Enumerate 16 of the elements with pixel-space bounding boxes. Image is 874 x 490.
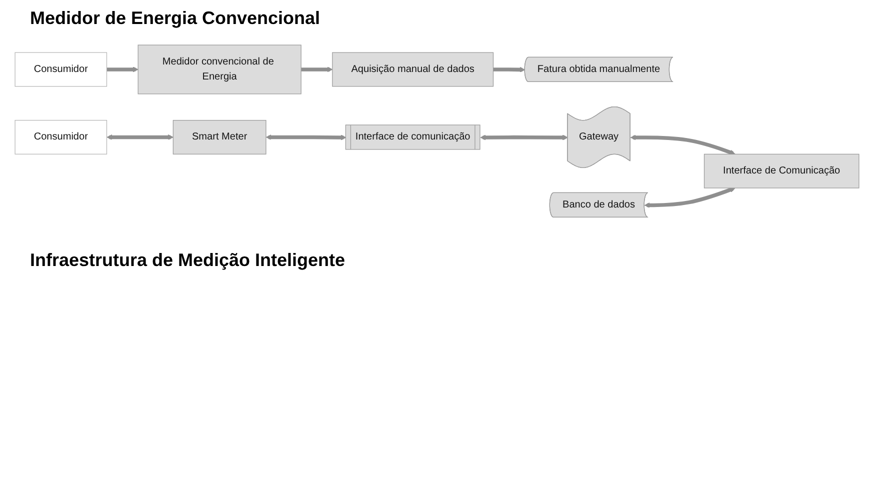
node-box: Smart Meter (172, 120, 266, 154)
node-box: Aquisição manual de dados (332, 52, 494, 87)
arrow (480, 134, 568, 140)
node-box: Consumidor (14, 120, 108, 154)
arrow (301, 66, 333, 72)
node-box: Consumidor (14, 52, 108, 87)
arrow (106, 66, 138, 72)
node-box: Medidor convencional de Energia (138, 44, 302, 94)
section-heading: Infraestrutura de Medição Inteligente (30, 250, 346, 271)
section-heading: Medidor de Energia Convencional (30, 8, 320, 29)
arrow (266, 134, 346, 140)
arrow (644, 187, 736, 208)
arrow (630, 134, 736, 156)
arrow (106, 134, 174, 140)
node-box: Interface de Comunicação (704, 154, 860, 188)
arrow (493, 66, 526, 72)
